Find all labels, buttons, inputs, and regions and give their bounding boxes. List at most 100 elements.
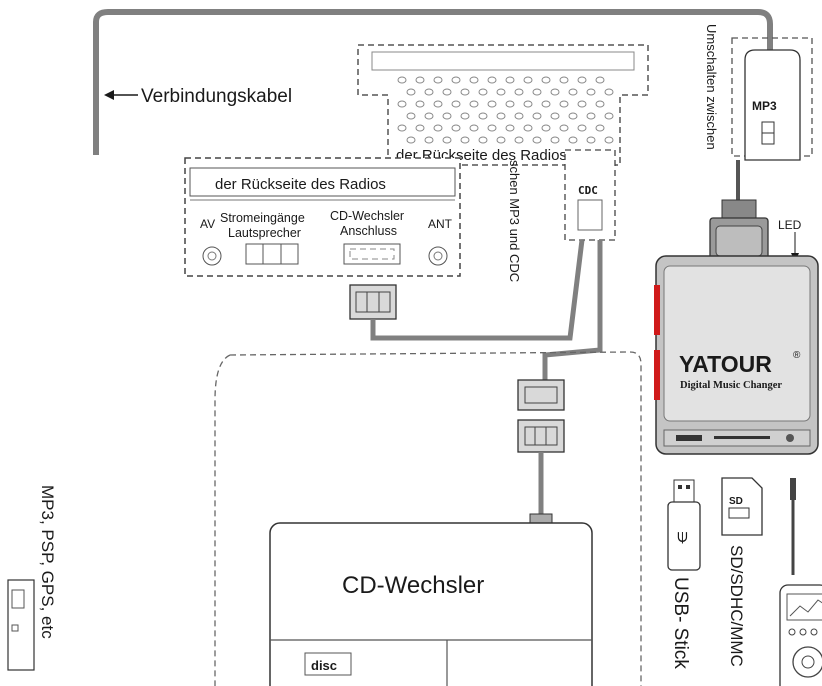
vent-hole (469, 76, 479, 84)
vent-hole (586, 112, 596, 120)
vent-hole (505, 124, 515, 132)
compact-disc-logo-icon (304, 652, 352, 676)
connection-cable-loop (93, 9, 773, 155)
vent-hole (595, 76, 605, 84)
vent-hole (487, 100, 497, 108)
vent-hole (478, 112, 488, 120)
vent-hole (559, 100, 569, 108)
aux-jack-icon (786, 434, 794, 442)
radio-back-label-lower: der Rückseite des Radios (215, 176, 386, 193)
vent-hole (586, 136, 596, 144)
mp3-switch-label: MP3 (752, 99, 777, 113)
vent-hole (433, 124, 443, 132)
vent-hole (541, 76, 551, 84)
vent-hole (433, 100, 443, 108)
sd-card: SD (721, 477, 763, 536)
cdc-port-label-2: Anschluss (340, 224, 397, 238)
brand-registered-mark: ® (793, 350, 801, 361)
cd-changer-label: CD-Wechsler (342, 572, 484, 599)
vent-hole (451, 100, 461, 108)
vent-hole (523, 124, 533, 132)
vent-hole (541, 124, 551, 132)
aux-cable (790, 478, 796, 575)
vent-hole (568, 88, 578, 96)
vent-hole (496, 88, 506, 96)
vent-hole (604, 88, 614, 96)
radio-plug (349, 284, 397, 320)
vent-hole (406, 136, 416, 144)
cdc-socket-icon (343, 243, 401, 265)
radio-rear-background: der Rückseite des Radios (357, 44, 649, 166)
vent-hole (478, 88, 488, 96)
vent-hole (442, 112, 452, 120)
vent-hole (442, 88, 452, 96)
arrow-left-icon (104, 90, 114, 100)
power-socket-icon (245, 243, 299, 265)
vent-hole (559, 124, 569, 132)
ant-label: ANT (428, 217, 453, 231)
vent-hole (532, 88, 542, 96)
usb-slot-icon (676, 435, 702, 441)
vent-hole (559, 76, 569, 84)
vent-holes (397, 76, 614, 144)
vent-hole (415, 76, 425, 84)
vent-hole (514, 136, 524, 144)
cdc-port-label: CD-Wechsler (330, 209, 404, 223)
vent-hole (568, 112, 578, 120)
compact-disc-logo-text: disc (311, 658, 337, 673)
usb-stick-label: USB- Stick (670, 577, 691, 669)
switch-label-vertical-2: schen MP3 und CDC (507, 160, 522, 282)
vent-hole (568, 136, 578, 144)
vent-hole (451, 76, 461, 84)
vent-hole (505, 100, 515, 108)
sd-slot-icon (714, 436, 770, 439)
vent-hole (433, 76, 443, 84)
cdc-switch-label: CDC (578, 184, 598, 197)
vent-hole (415, 100, 425, 108)
vent-hole (442, 136, 452, 144)
vent-hole (514, 88, 524, 96)
mp3-player (779, 584, 822, 686)
vent-hole (397, 76, 407, 84)
portable-device (7, 579, 35, 671)
vent-hole (604, 136, 614, 144)
cable-radio-to-connector (370, 239, 585, 341)
vent-hole (514, 112, 524, 120)
switch-label-vertical-1: Umschalten zwischen (704, 24, 719, 150)
vent-hole (541, 100, 551, 108)
yatour-brand-subtitle: Digital Music Changer (680, 380, 782, 391)
vent-hole (451, 124, 461, 132)
speaker-label: Lautsprecher (228, 226, 301, 240)
vent-hole (469, 100, 479, 108)
power-input-label: Stromeingänge (220, 211, 305, 225)
cable-label: Verbindungskabel (141, 86, 292, 107)
vent-hole (397, 124, 407, 132)
vent-hole (460, 112, 470, 120)
cdc-switch-connector: CDC (564, 149, 616, 241)
cd-changer-unit: CD-Wechsler disc (269, 522, 593, 686)
vent-hole (523, 100, 533, 108)
vent-hole (487, 124, 497, 132)
vent-hole (415, 124, 425, 132)
device-side-accent (654, 285, 660, 335)
vent-hole (424, 88, 434, 96)
vent-hole (577, 76, 587, 84)
vent-hole (532, 136, 542, 144)
sd-card-label: SD/SDHC/MMC (727, 545, 746, 667)
vent-hole (595, 100, 605, 108)
vent-hole (505, 76, 515, 84)
vent-hole (424, 136, 434, 144)
vent-hole (604, 112, 614, 120)
vent-hole (577, 100, 587, 108)
middle-connector-pair (517, 379, 565, 453)
vent-hole (496, 112, 506, 120)
vent-hole (586, 88, 596, 96)
usb-stick: ⍦ (667, 479, 701, 571)
vent-hole (406, 88, 416, 96)
av-label: AV (200, 217, 215, 231)
vent-hole (487, 76, 497, 84)
vent-hole (460, 88, 470, 96)
vent-hole (460, 136, 470, 144)
vent-hole (478, 136, 488, 144)
